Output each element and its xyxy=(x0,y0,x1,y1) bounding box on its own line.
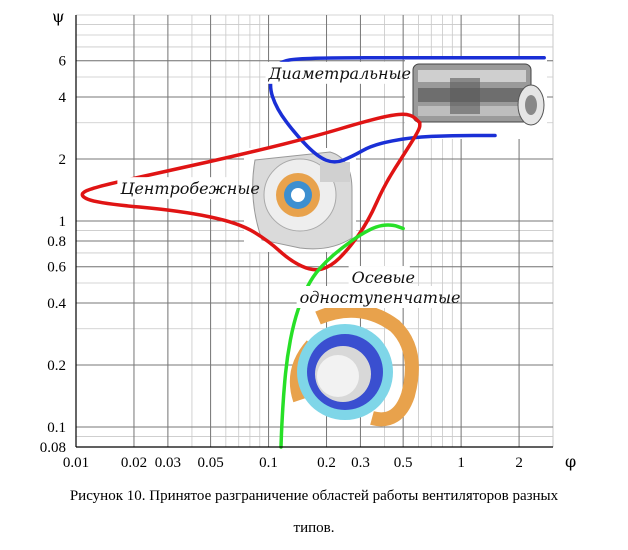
region-label: Осевые xyxy=(352,268,415,287)
y-tick-label: 0.6 xyxy=(47,260,66,276)
annotation-background xyxy=(117,177,234,200)
y-axis-label: ψ xyxy=(52,7,65,26)
x-tick-label: 0.3 xyxy=(351,455,370,471)
axial-fan-image xyxy=(290,303,419,427)
centrifugal-fan-image xyxy=(244,148,356,252)
region-label: одноступенчатые xyxy=(300,288,461,307)
series-line-3 xyxy=(279,223,405,449)
y-tick-label: 2 xyxy=(59,152,67,168)
region-label: Центробежные xyxy=(119,179,259,198)
y-tick-label: 0.2 xyxy=(47,358,66,374)
figure-caption: Рисунок 10. Принятое разграничение облас… xyxy=(69,488,559,504)
cross-flow-fan-image xyxy=(405,57,547,139)
chart: ДиаметральныеЦентробежныеОсевыеодноступе… xyxy=(40,7,576,471)
x-tick-label: 0.01 xyxy=(63,455,89,471)
figure-caption-continuation: типов. xyxy=(293,520,335,536)
x-tick-label: 0.1 xyxy=(259,455,278,471)
fan-illustrations xyxy=(244,57,547,427)
axes: 0.01 0.02 0.03 0.05 0.1 0.2 0.3 0.5 1 2 0.08 0.1 0.2… xyxy=(40,7,576,471)
annotations: ДиаметральныеЦентробежныеОсевыеодноступе… xyxy=(117,61,461,308)
y-tick-label: 0.08 xyxy=(40,440,66,456)
region-label: Диаметральные xyxy=(268,64,411,83)
series-line-1 xyxy=(268,56,546,164)
x-tick-label: 1 xyxy=(457,455,465,471)
series xyxy=(80,56,546,449)
x-tick-label: 0.02 xyxy=(121,455,147,471)
x-tick-label: 0.2 xyxy=(317,455,336,471)
y-tick-label: 0.8 xyxy=(47,234,66,250)
y-tick-label: 0.4 xyxy=(47,296,66,312)
x-axis-label: φ xyxy=(565,452,576,471)
y-tick-label: 6 xyxy=(59,54,67,70)
x-tick-label: 0.03 xyxy=(155,455,181,471)
y-tick-label: 1 xyxy=(59,214,67,230)
series-line-2 xyxy=(80,112,422,272)
annotation-background xyxy=(296,286,441,308)
y-tick-label: 0.1 xyxy=(47,420,66,436)
x-tick-label: 0.05 xyxy=(197,455,223,471)
x-tick-label: 2 xyxy=(515,455,523,471)
annotation-background xyxy=(348,266,410,289)
y-tick-label: 4 xyxy=(59,90,67,106)
annotation-background xyxy=(265,61,392,84)
x-tick-label: 0.5 xyxy=(394,455,413,471)
